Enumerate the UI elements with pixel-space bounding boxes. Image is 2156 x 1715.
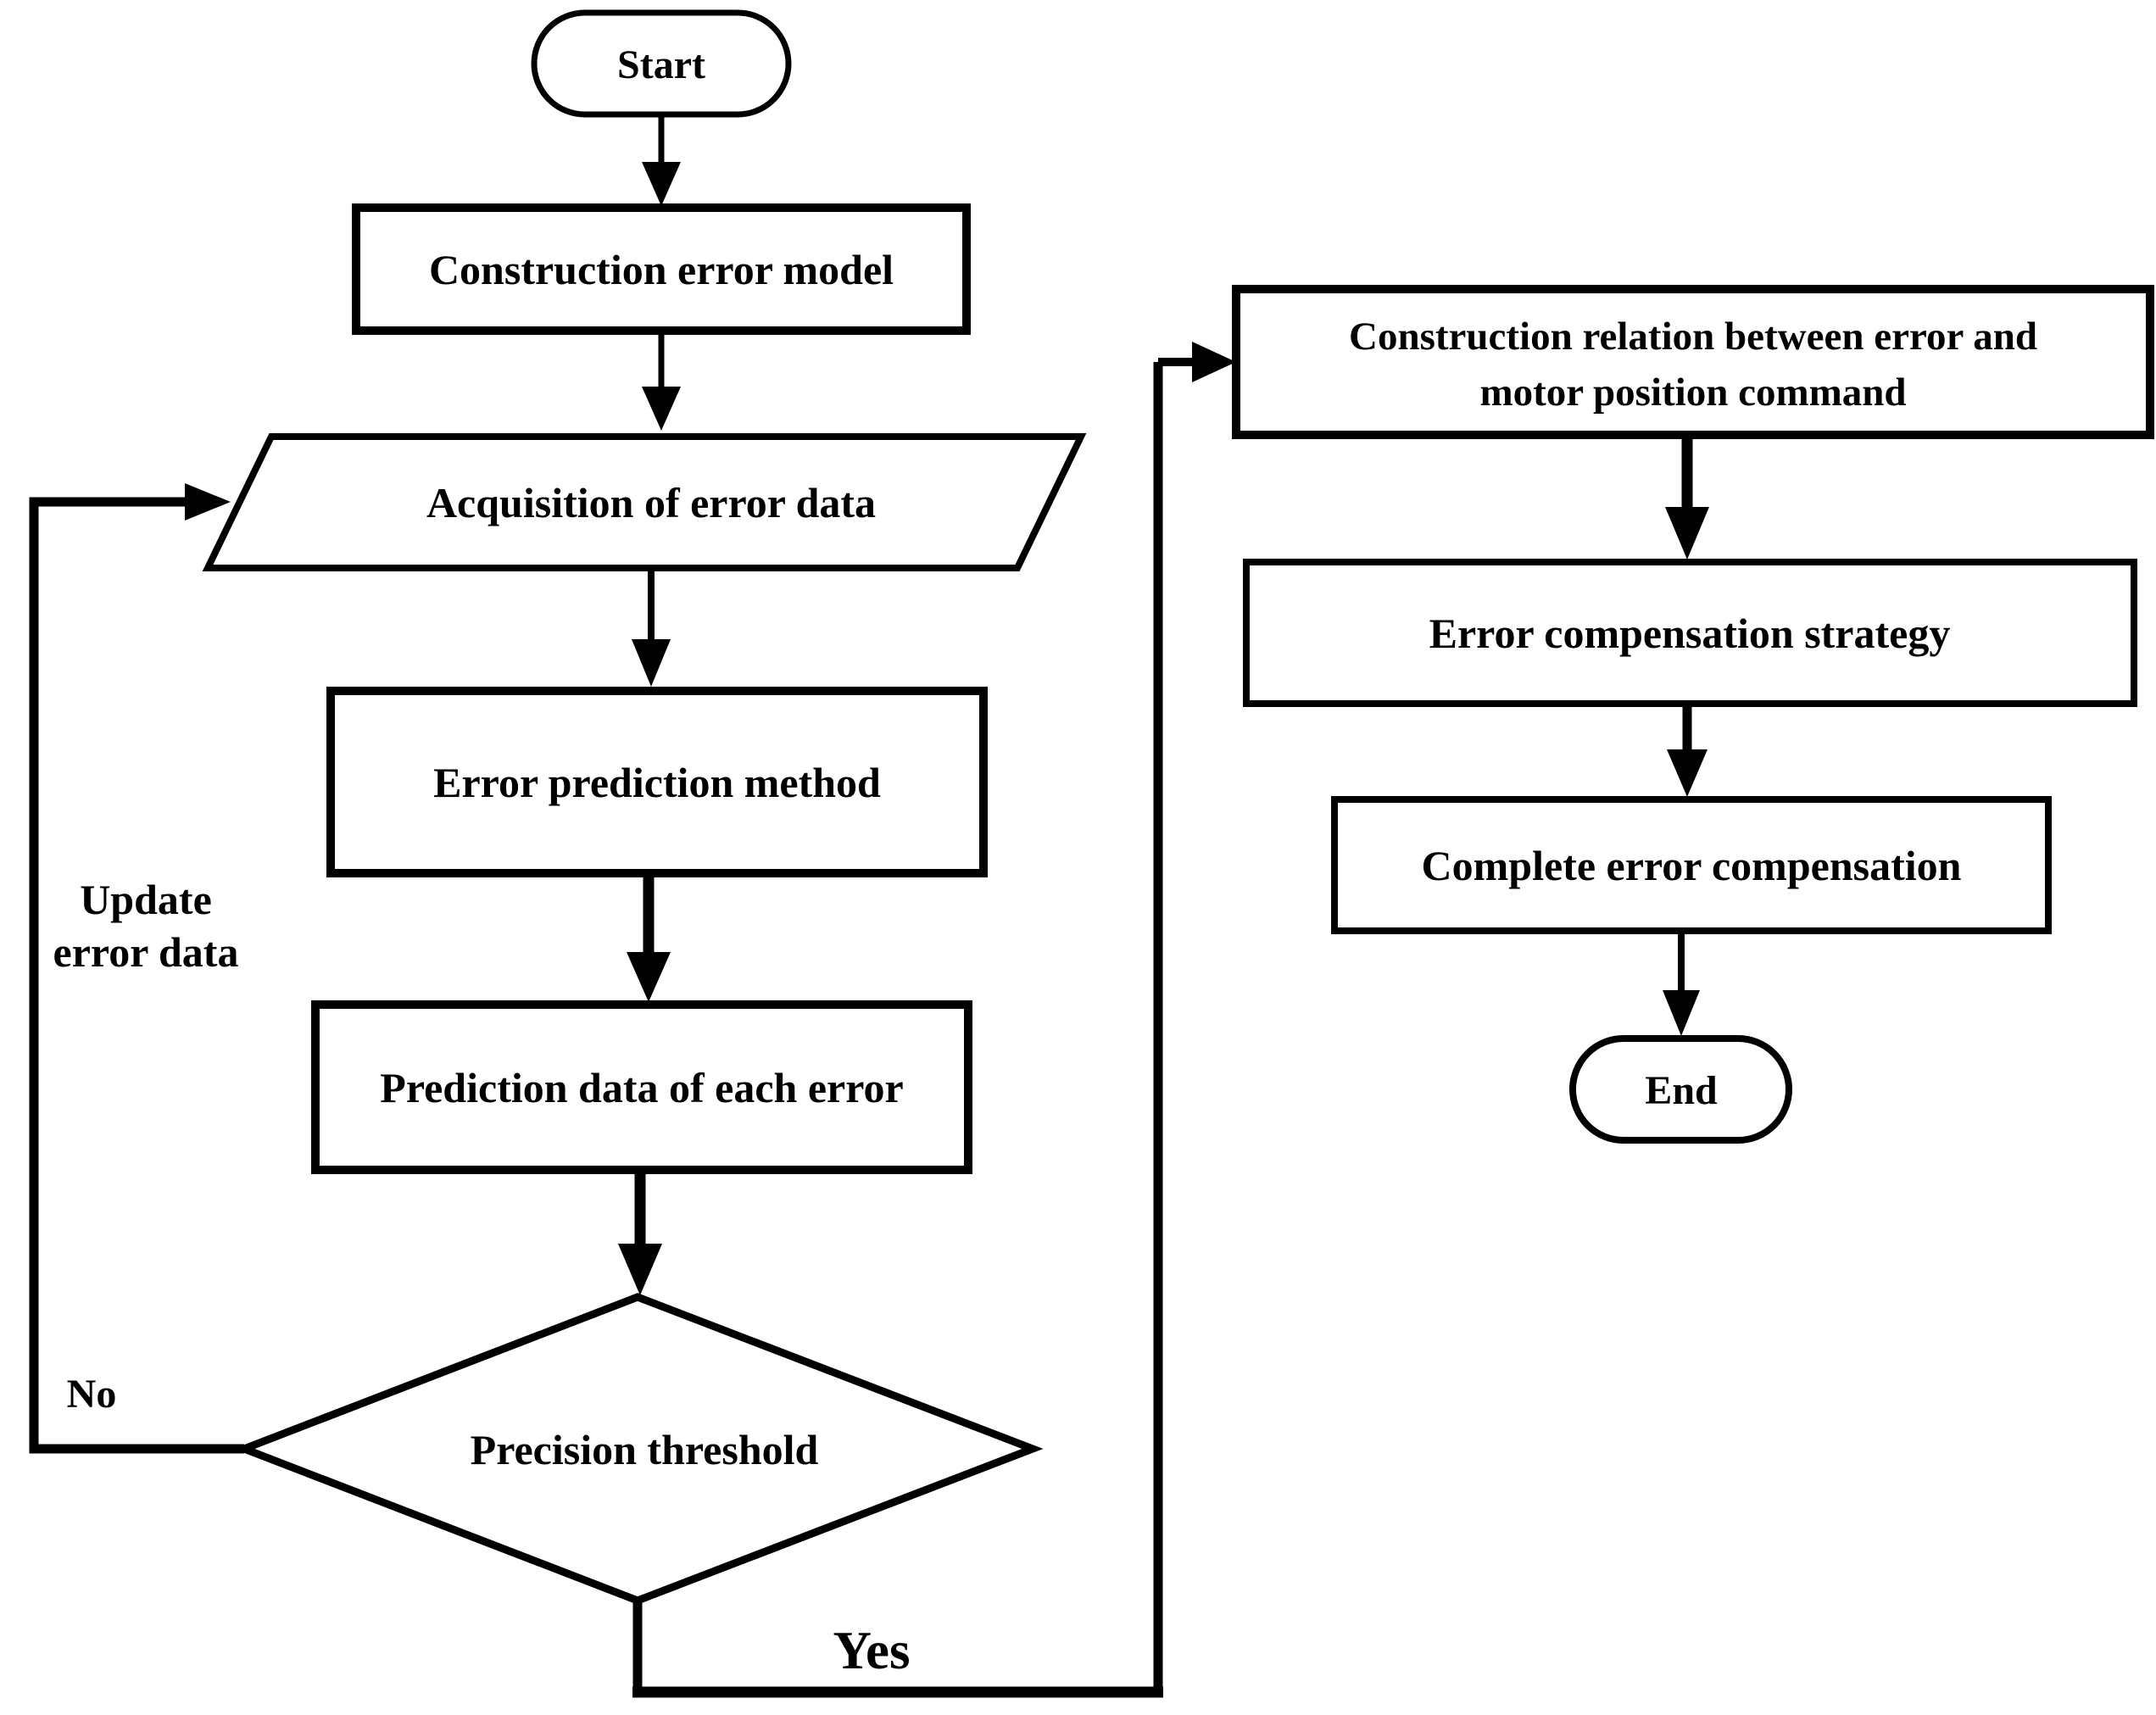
- error-compensation-strategy-rect: [1243, 559, 2137, 707]
- node-complete-error-compensation: Complete error compensation: [1331, 796, 2052, 934]
- edge-construction-relation-to-strategy: [1665, 435, 1709, 560]
- node-start: Start: [531, 9, 792, 118]
- node-end: End: [1569, 1035, 1792, 1144]
- arrowhead-down-icon: [1663, 990, 1700, 1036]
- node-error-compensation-strategy: Error compensation strategy: [1243, 559, 2137, 707]
- construction-error-model-label: Construction error model: [429, 246, 894, 293]
- node-acquisition-of-error-data: Acquisition of error data: [202, 433, 1087, 571]
- precision-threshold-label: Precision threshold: [471, 1426, 819, 1473]
- start-label: Start: [617, 42, 705, 87]
- arrowhead-down-icon: [1667, 749, 1708, 797]
- construction-relation-rect: [1232, 285, 2154, 439]
- edge-prediction-data-to-precision-threshold: [618, 1170, 662, 1295]
- arrowhead-right-icon: [1192, 342, 1236, 382]
- arrowhead-down-icon: [642, 162, 681, 206]
- construction-relation-label-line1: Construction relation between error and: [1349, 315, 2037, 359]
- end-label: End: [1645, 1068, 1718, 1113]
- node-construction-relation: Construction relation between error and …: [1232, 285, 2154, 439]
- complete-error-compensation-label: Complete error compensation: [1422, 842, 1962, 889]
- end-stadium-shape: [1569, 1035, 1792, 1144]
- construction-relation-label-line2: motor position command: [1479, 370, 1906, 415]
- arrowhead-down-icon: [632, 639, 671, 687]
- arrowhead-down-icon: [1665, 507, 1709, 560]
- node-error-prediction-method: Error prediction method: [326, 687, 988, 877]
- edge-construction-error-model-to-acquisition: [642, 331, 681, 431]
- update-error-data-label: Update error data: [53, 876, 239, 976]
- update-error-data-line2: error data: [53, 928, 239, 976]
- arrowhead-down-icon: [627, 952, 671, 1002]
- error-prediction-method-label: Error prediction method: [433, 759, 881, 806]
- error-prediction-method-rect: [326, 687, 988, 877]
- arrowhead-right-icon: [185, 483, 231, 521]
- acquisition-of-error-data-label: Acquisition of error data: [426, 479, 876, 526]
- no-edge-label: No: [67, 1372, 117, 1417]
- update-error-data-line1: Update: [80, 876, 212, 923]
- yes-edge-label: Yes: [833, 1621, 911, 1680]
- node-construction-error-model: Construction error model: [352, 203, 971, 335]
- complete-error-compensation-rect: [1331, 796, 2052, 934]
- edge-strategy-to-complete: [1667, 704, 1708, 797]
- node-precision-threshold: Precision threshold: [233, 1293, 1044, 1605]
- arrowhead-down-icon: [642, 387, 681, 431]
- edge-no-loop: [29, 483, 244, 1454]
- prediction-data-rect: [311, 1000, 972, 1174]
- prediction-data-of-each-error-label: Prediction data of each error: [380, 1064, 903, 1111]
- construction-error-model-rect: [352, 203, 971, 335]
- acquisition-parallelogram-shape: [202, 433, 1087, 571]
- error-compensation-strategy-label: Error compensation strategy: [1429, 610, 1951, 657]
- edge-acquisition-to-error-prediction: [632, 568, 671, 687]
- edge-yes-loop: [632, 342, 1236, 1698]
- arrowhead-down-icon: [618, 1244, 662, 1295]
- edge-start-to-construction-error-model: [642, 114, 681, 206]
- node-prediction-data-of-each-error: Prediction data of each error: [311, 1000, 972, 1174]
- edge-error-prediction-to-prediction-data: [627, 873, 671, 1002]
- edge-complete-to-end: [1663, 931, 1700, 1036]
